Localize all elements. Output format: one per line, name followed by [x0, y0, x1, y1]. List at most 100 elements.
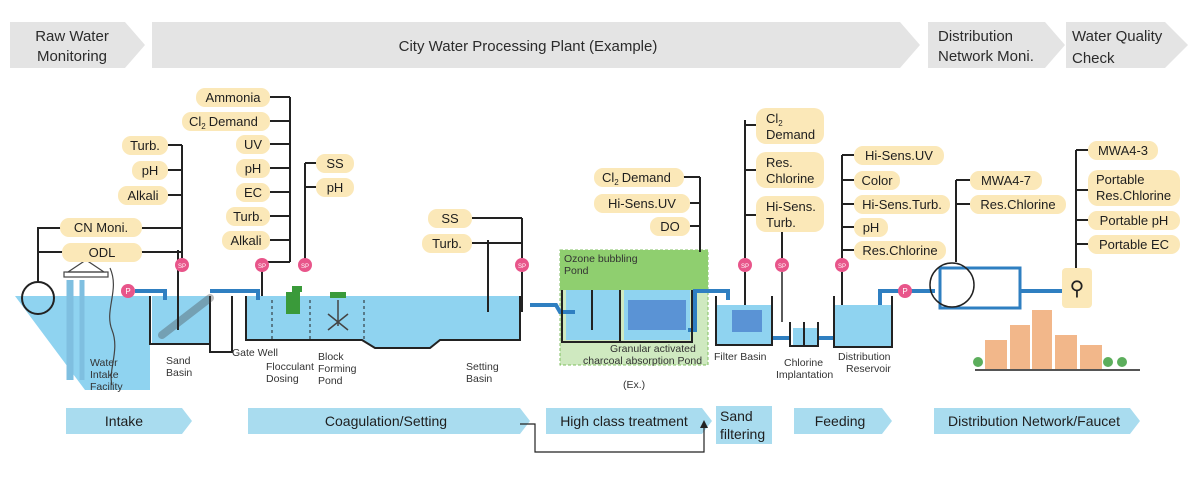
sand-basin-water [152, 296, 210, 344]
svg-text:SP: SP [178, 264, 186, 270]
sand-basin-tank [149, 296, 211, 345]
tag-filter-cl2-text-2: Demand [766, 127, 815, 142]
building-4 [1055, 335, 1077, 370]
pipe-intake-sand [135, 289, 167, 300]
tree-3 [1117, 357, 1127, 367]
tag-feed-ph [854, 218, 888, 237]
header-raw-water-line2: Monitoring [37, 48, 107, 65]
tag-q-portable-ec-text: Portable EC [1099, 237, 1169, 252]
building-3 [1032, 310, 1052, 370]
mixer [327, 300, 349, 331]
pump-intake: P [121, 284, 135, 298]
tag-coagb-ss [316, 154, 354, 173]
tag-intake-ph-text: pH [142, 163, 159, 178]
stage-feeding-label: Feeding [815, 413, 866, 429]
tag-coag-turb-text: Turb. [233, 209, 263, 224]
svg-text:SP: SP [838, 264, 846, 270]
sand-weir [209, 296, 233, 353]
stage-coagulation-arrow [248, 408, 530, 434]
label-floc-2: Dosing [266, 373, 299, 385]
header-distribution-line2: Network Moni. [938, 48, 1034, 65]
tag-intake-alkali [118, 186, 168, 205]
tag-filter-cl2-text-1: Cl2 [766, 111, 783, 128]
label-setting-1: Setting [466, 361, 499, 373]
tag-setting-ss-text: SS [441, 211, 459, 226]
tag-setting-turb [422, 234, 472, 253]
tag-q-portable-ph [1088, 211, 1180, 230]
sensor-markers: SP SP SP SP SP SP SP P P [121, 258, 912, 298]
tag-net-mwa47 [970, 171, 1042, 190]
stage-sand-box [716, 406, 772, 444]
stage-sand-label-2: filtering [720, 426, 765, 442]
label-sand-2: Basin [166, 367, 192, 379]
tag-coagb-ss-text: SS [326, 156, 344, 171]
sensor-sp-filter: SP [738, 258, 752, 272]
label-intake-1: Water [90, 357, 118, 369]
label-ozone-1: Ozone bubbling [564, 253, 638, 265]
tag-feed-res [854, 241, 946, 260]
stage-bar: Intake Coagulation/Setting High class tr… [66, 406, 1140, 453]
tag-coag-ec [236, 183, 270, 202]
tag-filter-res-text-1: Res. [766, 155, 793, 170]
label-ozone-2: Pond [564, 265, 589, 277]
tag-net-res-text: Res.Chlorine [980, 197, 1055, 212]
building-5 [1080, 345, 1102, 370]
city-skyline [973, 310, 1140, 371]
tag-q-portable-ec [1088, 235, 1180, 254]
tag-setting-ss [428, 209, 472, 228]
tag-coag-ec-text: EC [244, 185, 262, 200]
tag-q-mwa43 [1088, 141, 1158, 160]
sensor-sp-setting: SP [515, 258, 529, 272]
tag-intake-odl [62, 243, 142, 262]
tag-coag-uv [236, 135, 270, 154]
filter-basin-tank [715, 296, 773, 346]
network-magnifier [929, 262, 975, 308]
label-chlorine-1: Chlorine [784, 357, 823, 369]
tag-filter-cl2 [756, 108, 824, 144]
svg-text:SP: SP [778, 264, 786, 270]
building-2 [1010, 325, 1030, 370]
tag-high-do-text: DO [660, 219, 680, 234]
stage-distribution-label: Distribution Network/Faucet [948, 413, 1120, 429]
reservoir-tank [833, 296, 893, 348]
tag-intake-odl-text: ODL [89, 245, 116, 260]
tag-high-uv-text: Hi-Sens.UV [608, 196, 676, 211]
process-labels: Water Intake Facility Sand Basin Gate We… [90, 253, 891, 393]
header-distribution-line1: Distribution [938, 28, 1013, 45]
sensor-sp-coag: SP [255, 258, 269, 272]
label-charcoal-2: charcoal absorption Pond [583, 355, 702, 367]
stage-bypass-line [520, 423, 705, 453]
tag-intake-cn-text: CN Moni. [74, 220, 128, 235]
sand-basin-pipe [158, 294, 214, 339]
tag-filter-hisens [756, 196, 824, 232]
tag-coag-ammonia-text: Ammonia [206, 90, 262, 105]
mixer-motor [330, 292, 346, 298]
header-plant-arrow [152, 22, 920, 68]
tag-coag-turb [226, 207, 270, 226]
pipes [135, 289, 1062, 340]
tag-net-mwa47-text: MWA4-7 [981, 173, 1031, 188]
tag-q-portable-res-text-2: Res.Chlorine [1096, 188, 1171, 203]
building-1 [985, 340, 1007, 370]
label-setting-2: Basin [466, 373, 492, 385]
tag-setting-turb-text: Turb. [432, 236, 462, 251]
svg-text:SP: SP [301, 264, 309, 270]
reservoir-water [834, 305, 892, 347]
tag-intake-ph [132, 161, 168, 180]
tag-coag-alkali-text: Alkali [230, 233, 261, 248]
tag-feed-res-text: Res.Chlorine [862, 243, 937, 258]
stage-intake-arrow [66, 408, 192, 434]
header-quality-line1: Water Quality [1072, 28, 1163, 45]
header-plant-title: City Water Processing Plant (Example) [399, 38, 658, 55]
tag-net-res [970, 195, 1066, 214]
label-block-3: Pond [318, 375, 343, 387]
sensor-sp-chlorine: SP [775, 258, 789, 272]
stage-coagulation-label: Coagulation/Setting [325, 413, 447, 429]
svg-text:SP: SP [741, 264, 749, 270]
pipe-sand-gate [210, 289, 260, 300]
tag-feed-color [854, 171, 900, 190]
label-reservoir-2: Reservoir [846, 363, 891, 375]
label-charcoal-1: Granular activated [610, 343, 696, 355]
tag-high-uv [594, 194, 690, 213]
